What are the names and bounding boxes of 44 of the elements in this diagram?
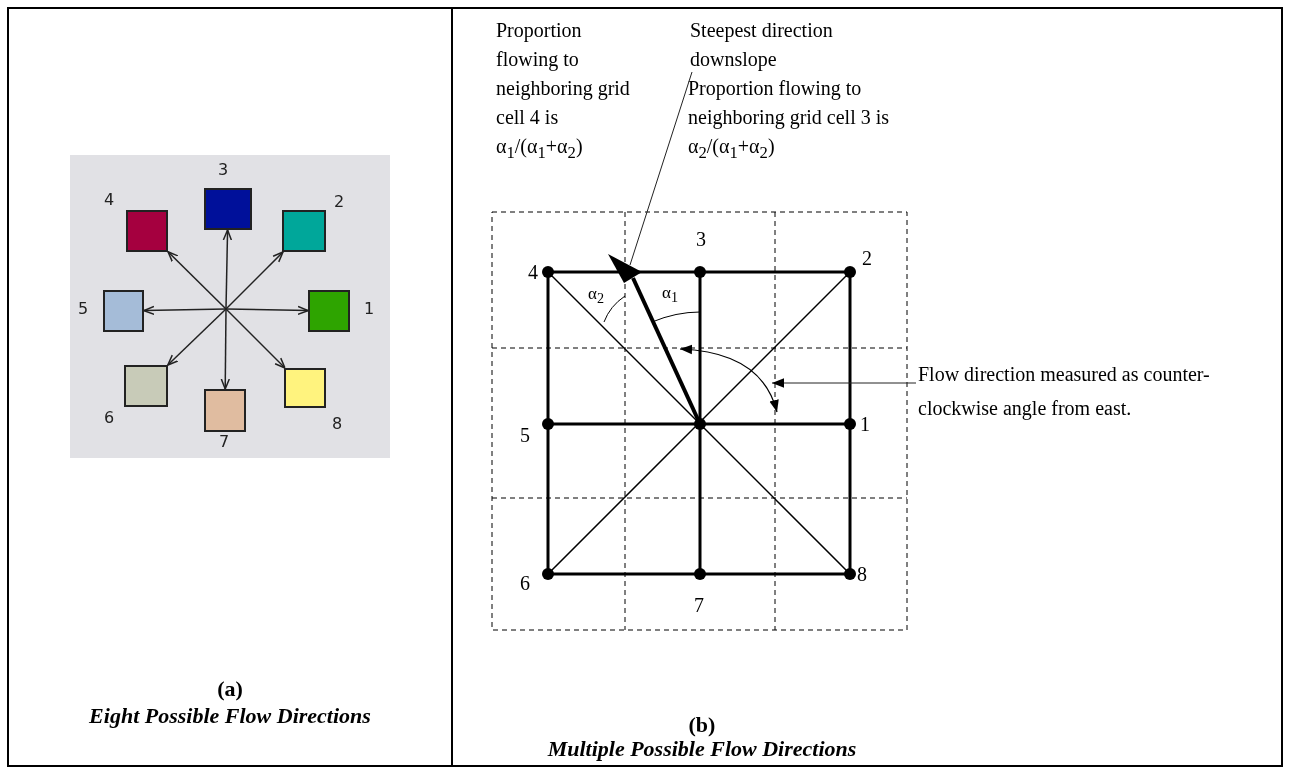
- color-square: [204, 389, 246, 432]
- grid-number: 3: [696, 228, 706, 251]
- direction-number: 7: [219, 432, 230, 451]
- arrow: [167, 251, 227, 310]
- arrow: [220, 308, 231, 390]
- color-square: [204, 188, 252, 230]
- angle-symbol: α$_{1}$: [662, 283, 678, 308]
- color-square: [103, 290, 144, 332]
- angle-symbol: α$_{2}$: [588, 284, 604, 309]
- arrow: [225, 308, 286, 369]
- grid-number: 2: [862, 247, 872, 270]
- arrow: [222, 229, 233, 310]
- arrow: [167, 308, 227, 366]
- annotation-text: Proportion flowing to neighboring grid cell 3 is α$_{2}$/(α$_{1}$+α$_{2}$): [688, 76, 891, 164]
- direction-number: 4: [104, 190, 115, 209]
- annotation-text: Steepest direction downslope: [690, 18, 834, 73]
- direction-number: 8: [332, 414, 343, 433]
- leader-line: [629, 71, 693, 266]
- direction-number: 3: [218, 160, 229, 179]
- arrow: [225, 305, 309, 316]
- direction-number: 6: [104, 408, 115, 427]
- direction-number: 5: [78, 299, 89, 318]
- panel-letter: (a): [217, 676, 243, 702]
- color-square: [282, 210, 326, 252]
- arrow: [143, 305, 227, 316]
- arrow: [225, 251, 284, 310]
- panel-caption: Multiple Possible Flow Directions: [547, 736, 857, 762]
- panel-letter: (b): [688, 712, 716, 738]
- grid-number: 5: [520, 424, 530, 447]
- grid-number: 1: [860, 413, 870, 436]
- annotation-text: Flow direction measured as counter-clockwise angle from east.: [918, 362, 1211, 422]
- leader-arrow: [771, 378, 917, 388]
- panel-caption: Eight Possible Flow Directions: [89, 703, 371, 729]
- grid-number: 6: [520, 572, 530, 595]
- annotation-text: Proportion flowing to neighboring grid cell 4 is α$_{1}$/(α$_{1}$+α$_{2}$): [496, 18, 631, 164]
- color-square: [284, 368, 326, 408]
- color-square: [126, 210, 168, 252]
- color-square: [124, 365, 168, 407]
- color-square: [308, 290, 350, 332]
- grid-number: 7: [694, 594, 704, 617]
- direction-number: 2: [334, 192, 345, 211]
- grid-number: 8: [857, 563, 867, 586]
- direction-number: 1: [364, 299, 375, 318]
- grid-number: 4: [528, 261, 538, 284]
